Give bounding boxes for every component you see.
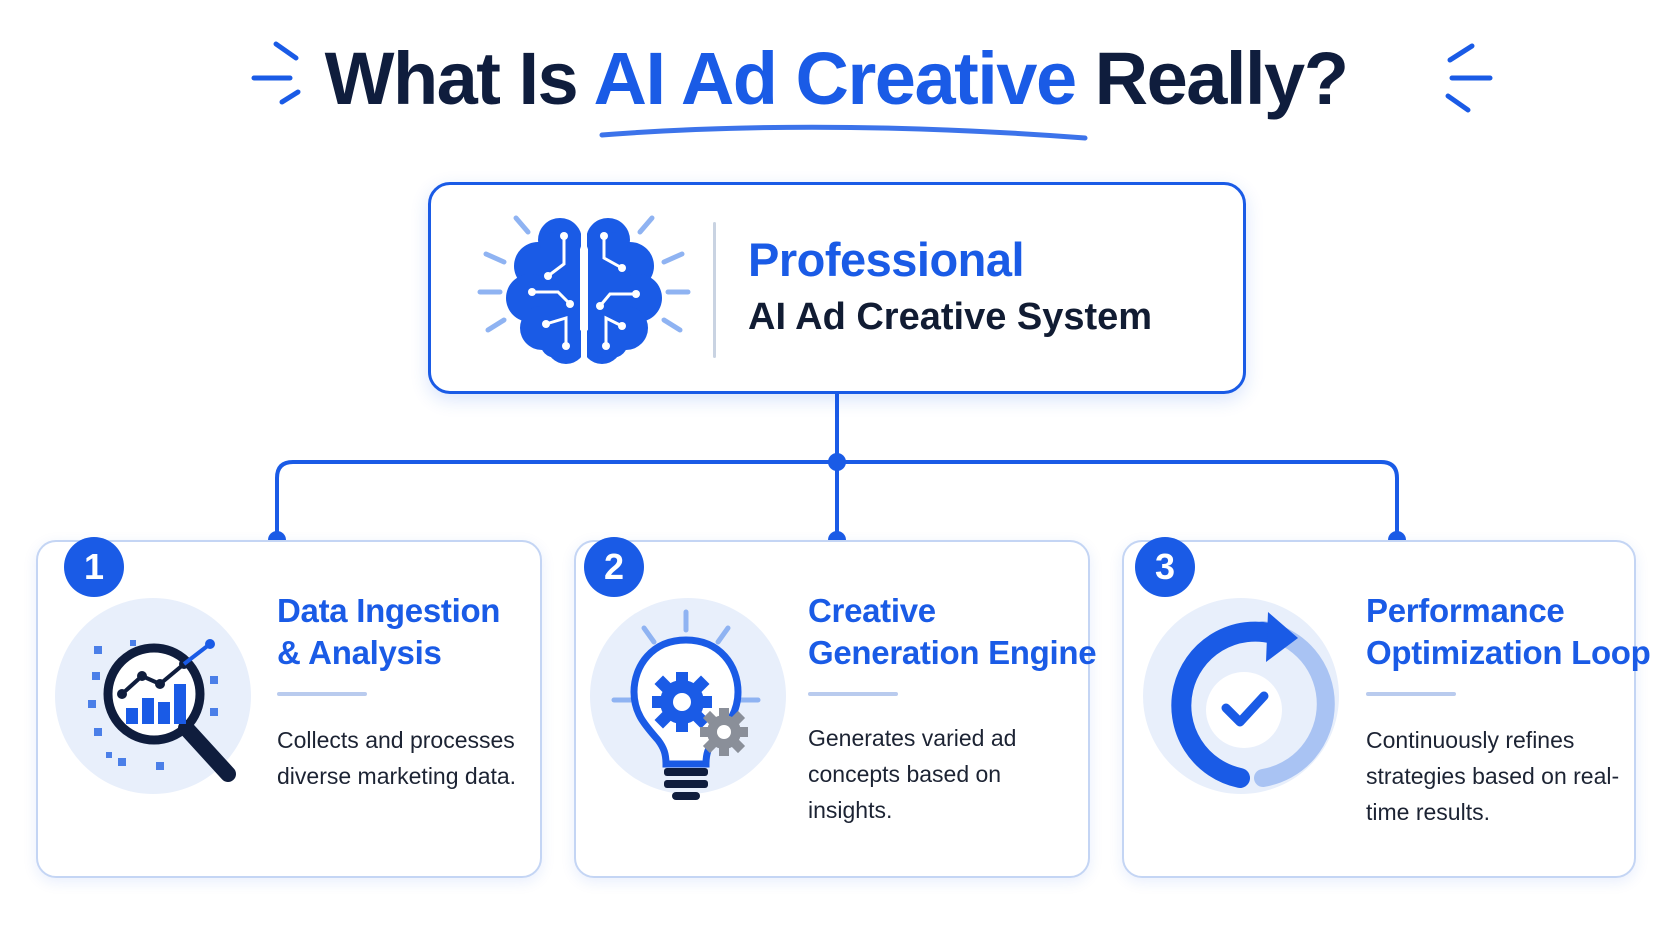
- refresh-check-icon: [1171, 612, 1335, 788]
- card-3-title-line2: Optimization Loop: [1366, 634, 1651, 671]
- card-2-title-line1: Creative: [808, 592, 936, 629]
- page-title: What Is AI Ad Creative Really?: [0, 38, 1672, 119]
- system-divider: [713, 222, 716, 358]
- card-3-title-line1: Performance: [1366, 592, 1565, 629]
- card-1-title-line2: & Analysis: [277, 634, 442, 671]
- card-1-desc: Collects and processes diverse marketing…: [277, 727, 517, 789]
- sparkle-right-icon: [1445, 43, 1493, 113]
- title-suffix: Really?: [1075, 37, 1349, 120]
- connector-node-hub: [828, 453, 846, 471]
- card-3-title: Performance Optimization Loop: [1366, 590, 1656, 674]
- card-2-number-badge: 2: [584, 537, 644, 597]
- card-2-title: Creative Generation Engine: [808, 590, 1098, 674]
- card-1-rule: [277, 692, 367, 696]
- system-subtitle: AI Ad Creative System: [748, 296, 1153, 338]
- brain-circuit-icon: [477, 215, 691, 364]
- card-2-title-line2: Generation Engine: [808, 634, 1097, 671]
- magnifier-chart-icon: [88, 639, 236, 782]
- card-1-number-badge: 1: [64, 537, 124, 597]
- card-2-desc: Generates varied ad concepts based on in…: [808, 725, 1017, 823]
- card-2-rule: [808, 692, 898, 696]
- card-3-rule: [1366, 692, 1456, 696]
- lightbulb-gear-icon: [611, 609, 761, 800]
- card-1-title-line1: Data Ingestion: [277, 592, 501, 629]
- title-underline: [599, 124, 1088, 141]
- card-1-title: Data Ingestion & Analysis: [277, 590, 567, 674]
- system-title: Professional: [748, 233, 1025, 286]
- title-prefix: What Is: [324, 37, 594, 120]
- sparkle-left-icon: [251, 41, 301, 105]
- title-highlight: AI Ad Creative: [593, 37, 1078, 120]
- card-3-desc: Continuously refines strategies based on…: [1366, 727, 1620, 825]
- card-3-number-badge: 3: [1135, 537, 1195, 597]
